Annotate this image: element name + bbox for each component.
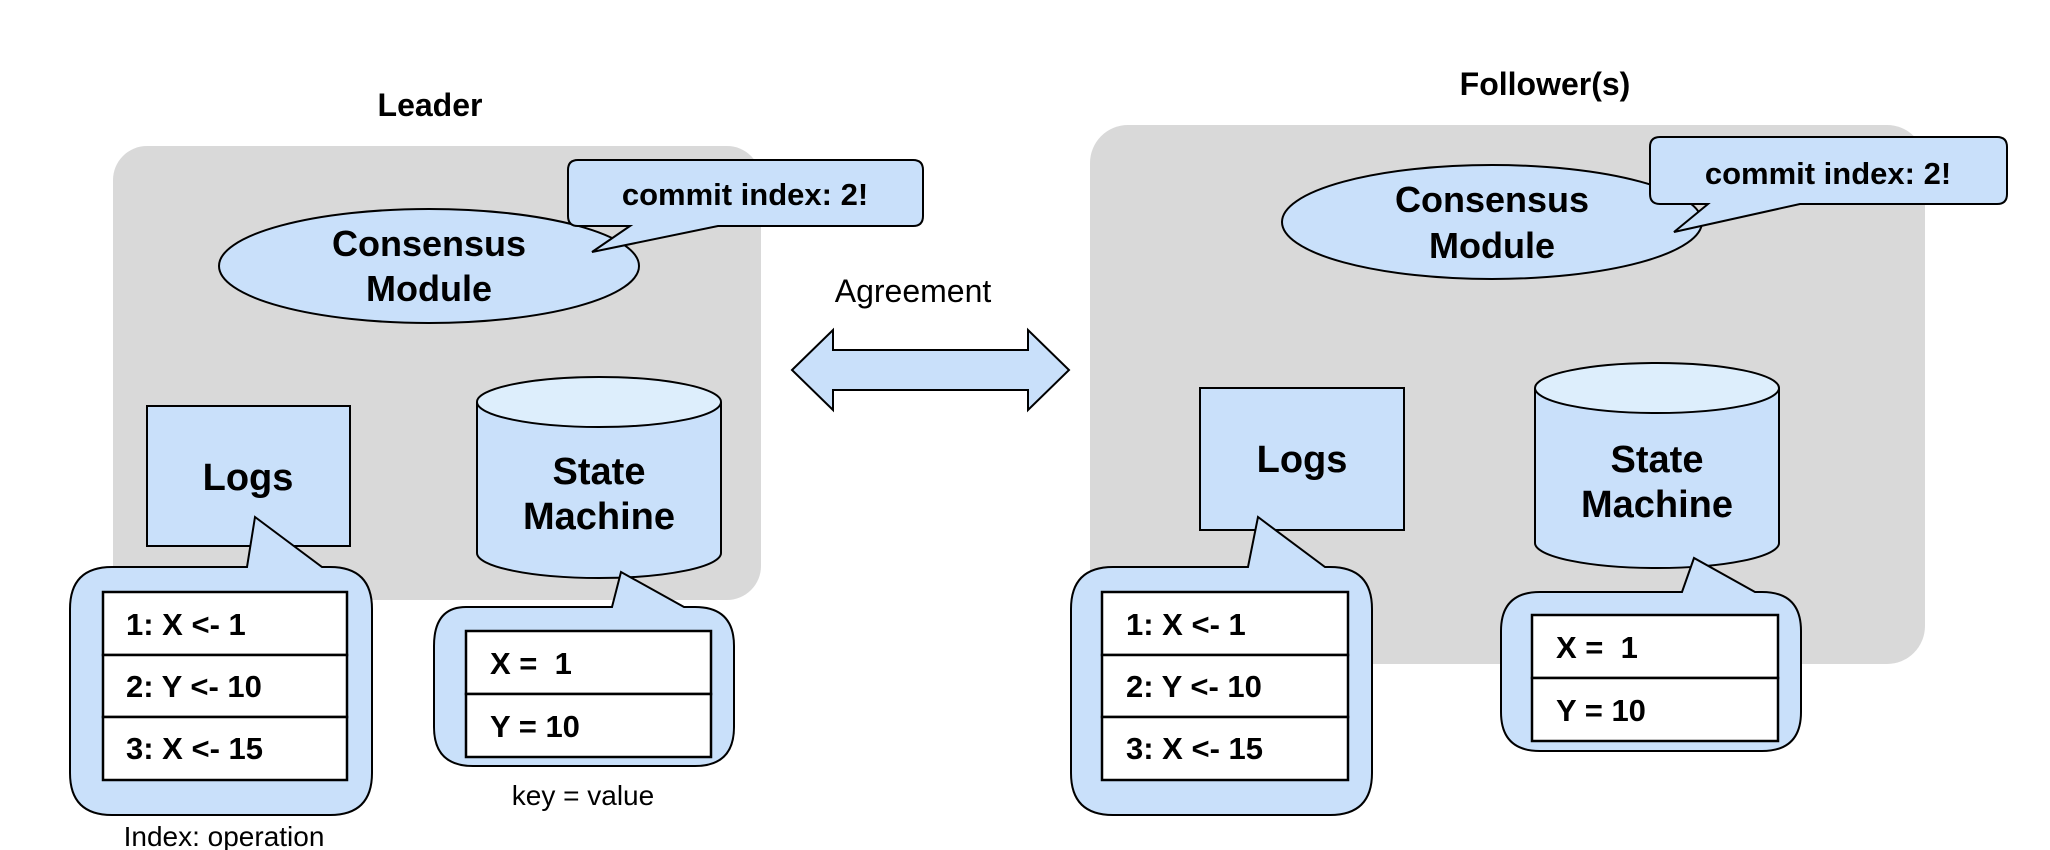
- leader-log-entry-1: 1: X <- 1: [126, 607, 246, 642]
- leader-consensus-label-line1: Consensus: [332, 223, 526, 264]
- leader-log-entry-3: 3: X <- 15: [126, 731, 263, 766]
- leader-logs-label: Logs: [203, 457, 294, 499]
- leader-consensus-module: [218, 208, 640, 324]
- leader-state-table: [464, 629, 713, 759]
- follower-state-table: [1530, 613, 1780, 743]
- follower-consensus-label-line2: Module: [1429, 225, 1555, 266]
- follower-title: Follower(s): [1460, 66, 1631, 102]
- leader-title: Leader: [378, 87, 483, 123]
- leader-state-caption: key = value: [512, 780, 654, 811]
- follower-commit-bubble: [1649, 136, 2008, 233]
- follower-log-entry-2: 2: Y <- 10: [1126, 669, 1262, 704]
- leader-commit-text: commit index: 2!: [622, 177, 868, 212]
- follower-log-table: [1100, 590, 1350, 782]
- agreement-double-arrow: [790, 327, 1071, 413]
- follower-state-entry-1: X = 1: [1556, 630, 1638, 665]
- follower-node: Follower(s) Consensus Module commit inde…: [1070, 66, 2008, 816]
- follower-state-label-line2: Machine: [1581, 484, 1733, 526]
- leader-state-label-line1: State: [553, 451, 646, 493]
- follower-state-entry-2: Y = 10: [1556, 693, 1646, 728]
- leader-state-entry-2: Y = 10: [490, 709, 580, 744]
- follower-consensus-label-line1: Consensus: [1395, 179, 1589, 220]
- agreement-label: Agreement: [835, 273, 992, 309]
- leader-state-machine: [476, 376, 722, 579]
- leader-log-table: [101, 590, 349, 782]
- leader-log-entry-2: 2: Y <- 10: [126, 669, 262, 704]
- leader-state-label-line2: Machine: [523, 496, 675, 538]
- follower-commit-text: commit index: 2!: [1705, 156, 1951, 191]
- leader-state-entry-1: X = 1: [490, 646, 572, 681]
- leader-node: Leader Consensus Module commit index: 2!…: [69, 87, 924, 850]
- leader-commit-bubble: [567, 159, 924, 253]
- agreement-connector: Agreement: [790, 273, 1071, 413]
- leader-log-caption: Index: operation: [124, 821, 325, 850]
- follower-logs-box: [1199, 387, 1405, 531]
- follower-log-entry-1: 1: X <- 1: [1126, 607, 1246, 642]
- follower-state-machine: [1534, 362, 1780, 569]
- follower-logs-label: Logs: [1257, 439, 1348, 481]
- follower-state-label-line1: State: [1611, 439, 1704, 481]
- follower-log-entry-3: 3: X <- 15: [1126, 731, 1263, 766]
- leader-logs-box: [146, 405, 351, 547]
- leader-consensus-label-line2: Module: [366, 268, 492, 309]
